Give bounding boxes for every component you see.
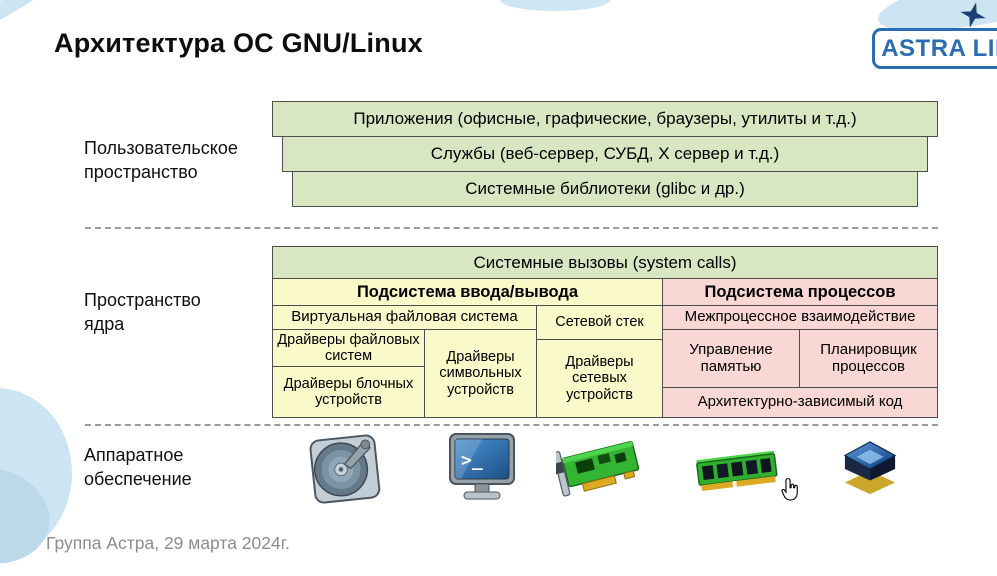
astra-linux-logo: ASTRA LIN <box>872 28 997 69</box>
network-card-icon <box>552 438 646 507</box>
label-hardware: Аппаратное обеспечение <box>84 445 192 490</box>
cell-memory-management: Управление памятью <box>662 329 800 388</box>
hand-cursor <box>779 477 801 508</box>
decoration-top-center <box>500 0 610 11</box>
cell-char-drivers: Драйверы символьных устройств <box>424 329 537 418</box>
page-title: Архитектура ОС GNU/Linux <box>54 28 423 58</box>
cpu-icon <box>840 440 900 501</box>
logo-text: ASTRA LIN <box>881 34 997 62</box>
hdd-icon <box>306 432 384 513</box>
star-icon <box>960 2 986 28</box>
row-system-libraries: Системные библиотеки (glibc и др.) <box>292 171 918 207</box>
row-services: Службы (веб-сервер, СУБД, X сервер и т.д… <box>282 136 928 172</box>
cell-arch-dependent-code: Архитектурно-зависимый код <box>662 387 938 418</box>
cell-fs-drivers: Драйверы файловых систем <box>272 329 425 367</box>
label-kernel-space: Пространство ядра <box>84 290 201 335</box>
ram-icon <box>694 442 780 505</box>
divider-kernel-hardware <box>85 424 938 426</box>
cell-net-drivers: Драйверы сетевых устройств <box>536 339 663 418</box>
user-space-stack: Приложения (офисные, графические, браузе… <box>272 101 938 207</box>
cell-network-stack: Сетевой стек <box>536 305 663 340</box>
row-applications: Приложения (офисные, графические, браузе… <box>272 101 938 137</box>
cell-ipc: Межпроцессное взаимодействие <box>662 305 938 330</box>
cell-io-subsystem-header: Подсистема ввода/вывода <box>272 278 663 306</box>
slide-footer: Группа Астра, 29 марта 2024г. <box>46 533 290 553</box>
divider-user-kernel <box>85 227 938 229</box>
terminal-icon: >_ <box>448 432 516 509</box>
cell-process-subsystem-header: Подсистема процессов <box>662 278 938 306</box>
terminal-prompt-text: >_ <box>461 450 483 471</box>
cell-vfs: Виртуальная файловая система <box>272 305 537 330</box>
label-user-space: Пользовательское пространство <box>84 138 238 183</box>
cell-system-calls: Системные вызовы (system calls) <box>272 246 938 279</box>
cell-block-drivers: Драйверы блочных устройств <box>272 366 425 418</box>
kernel-table: Системные вызовы (system calls) Подсисте… <box>272 246 938 418</box>
cell-scheduler: Планировщик процессов <box>799 329 938 388</box>
